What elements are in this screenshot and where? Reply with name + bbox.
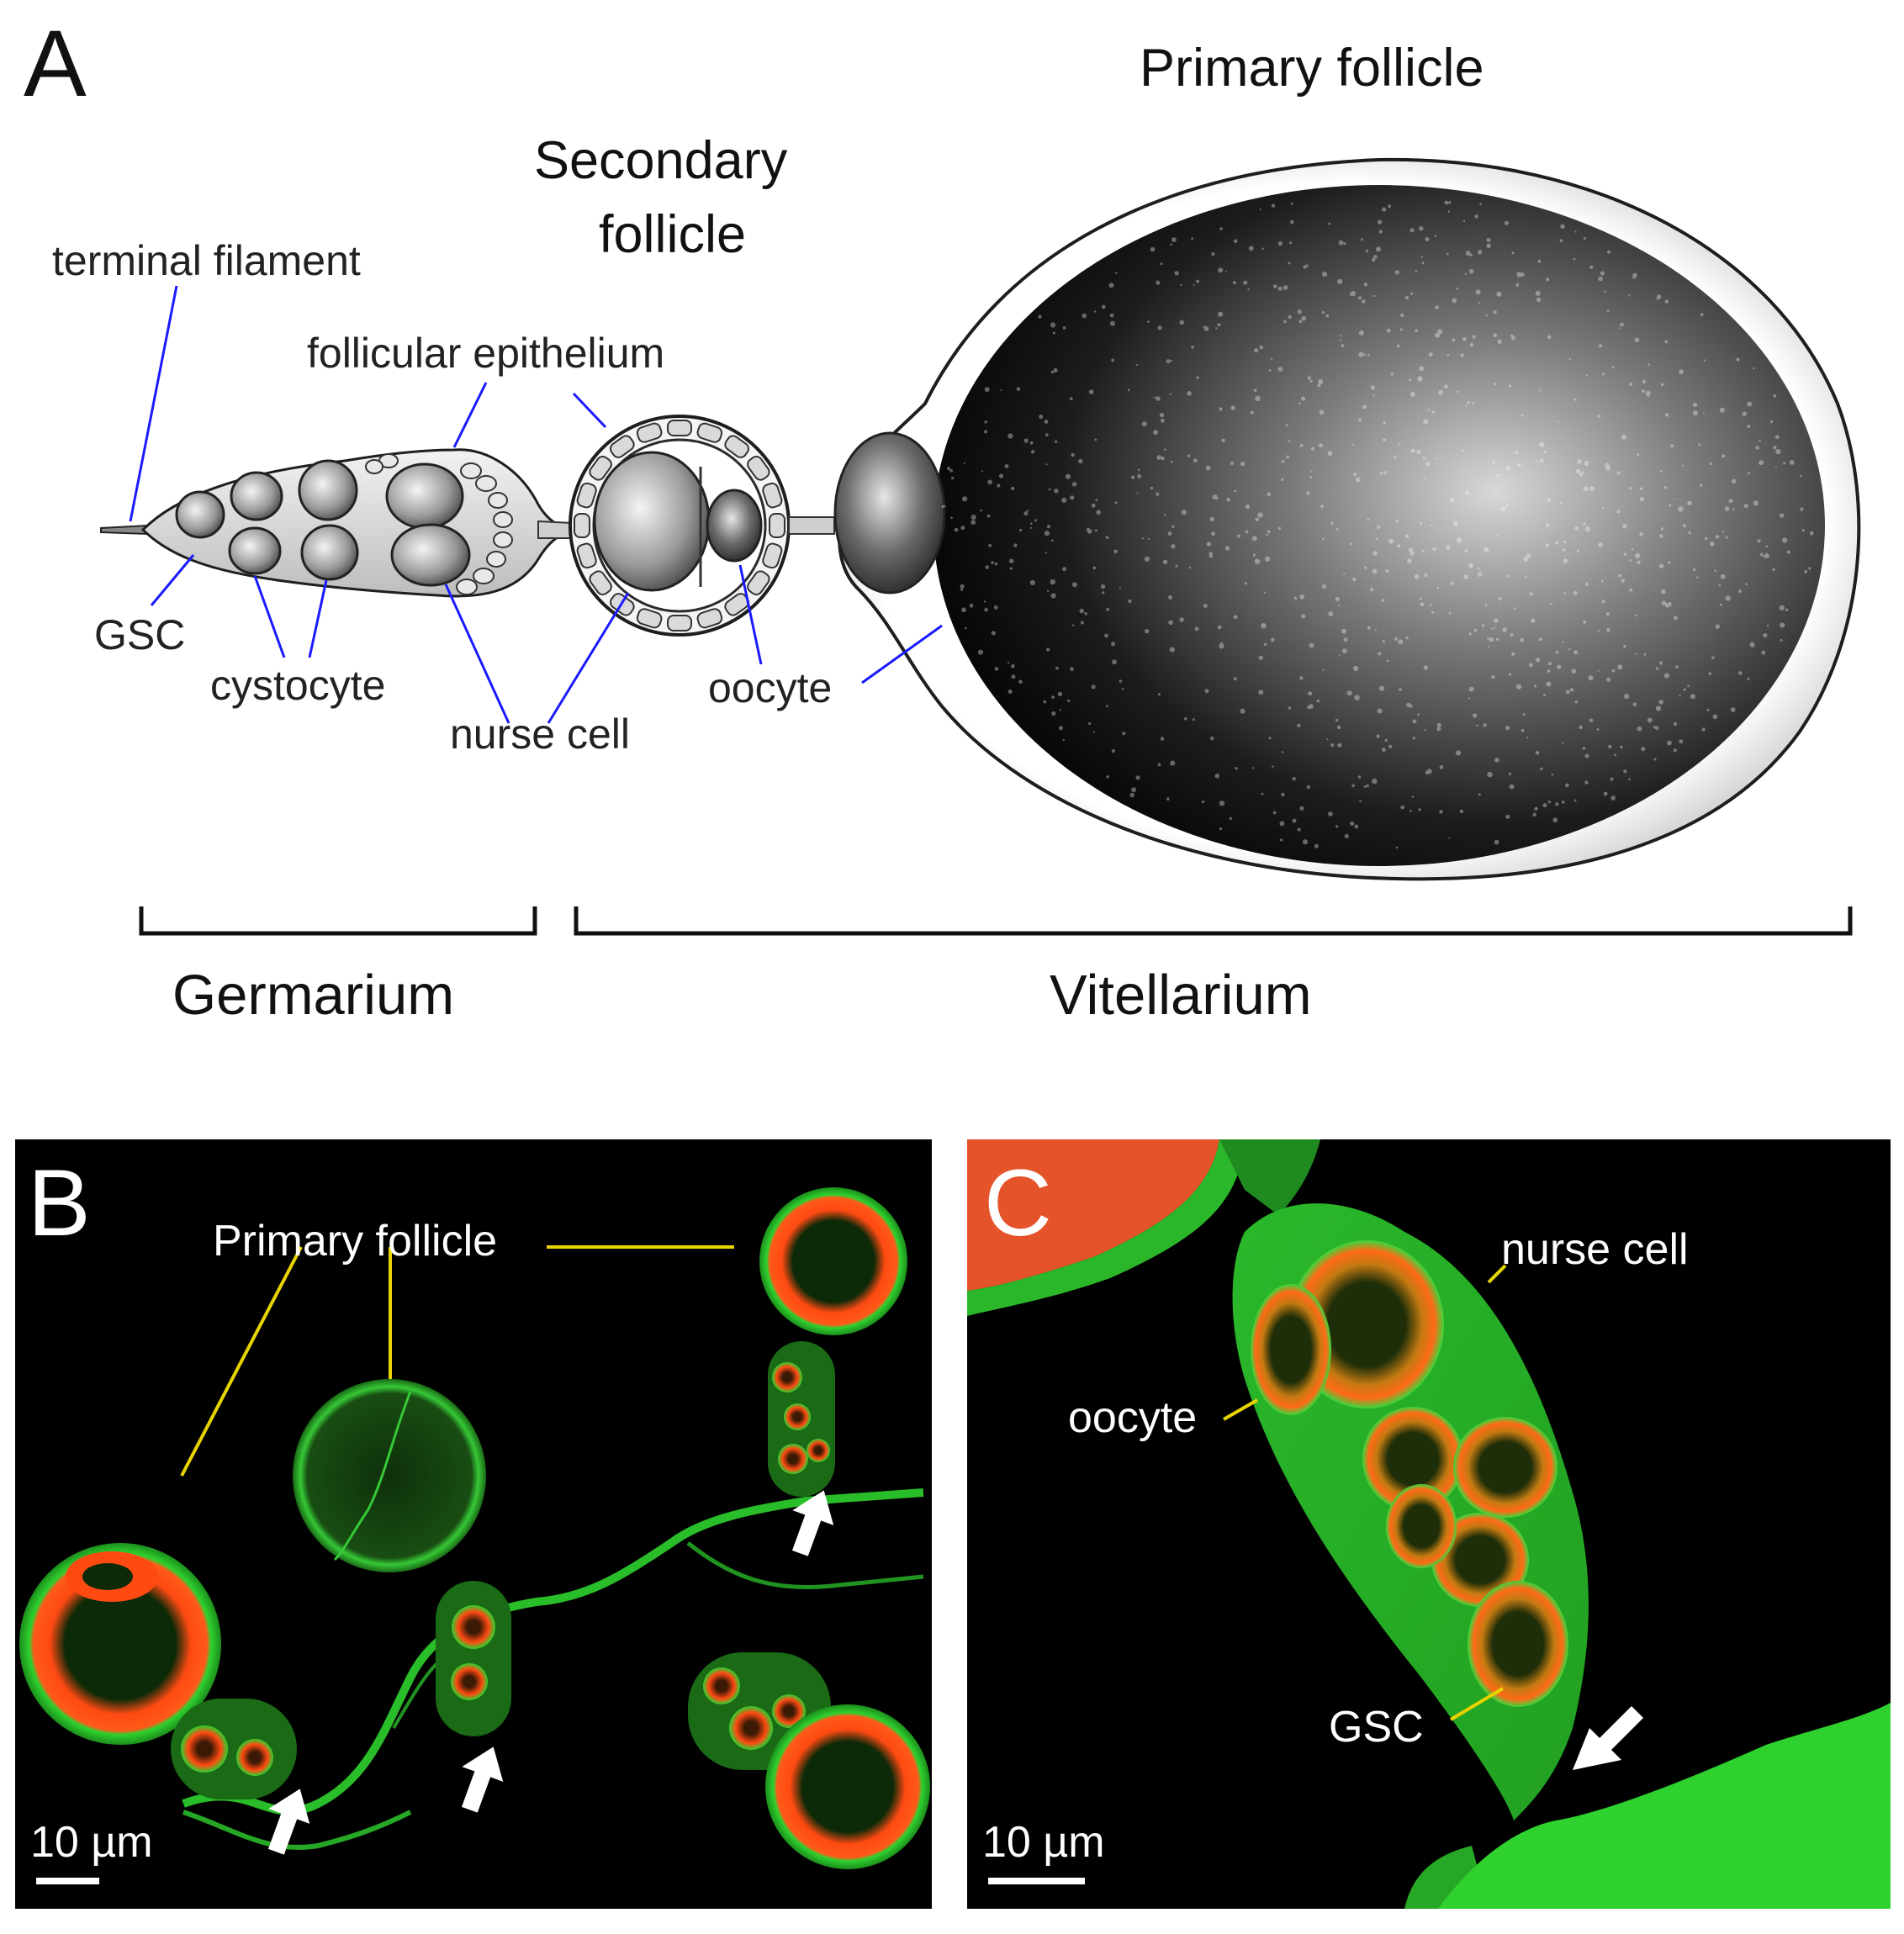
cystocyte-cell <box>230 471 283 521</box>
panel-c-oocyte <box>1251 1284 1331 1415</box>
panel-a-letter: A <box>24 11 87 116</box>
panel-c-stroma <box>1438 1703 1891 1909</box>
panel-b-primary-follicle-label: Primary follicle <box>213 1217 498 1266</box>
panel-a-leaders <box>129 285 943 724</box>
primary-follicle-heading: Primary follicle <box>1140 39 1484 98</box>
secondary-follicle-heading-line2: follicle <box>599 205 747 264</box>
panel-b-leaders <box>180 1245 734 1477</box>
germaria-b <box>171 1341 835 1799</box>
vitellarium-label: Vitellarium <box>1050 964 1312 1027</box>
panel-a-drawing <box>100 157 1861 936</box>
terminal-filament-label: terminal filament <box>52 237 361 284</box>
germarium-bracket <box>139 906 537 936</box>
cystocyte-cell <box>385 462 464 530</box>
panel-c-micrograph: C nurse cell oocyte GSC 10 µm <box>967 1139 1891 1909</box>
arrow-icon <box>1573 1706 1643 1770</box>
terminal-filament-shape <box>100 524 148 536</box>
region-brackets <box>139 906 1853 936</box>
gsc-label: GSC <box>94 611 186 658</box>
panel-c-gsc-label: GSC <box>1329 1703 1424 1752</box>
panel-c-scale-label: 10 µm <box>982 1818 1105 1867</box>
germarium-label: Germarium <box>172 964 455 1027</box>
secondary-nurse-cell <box>593 451 711 592</box>
panel-b-image <box>19 1187 930 1884</box>
secondary-oocyte <box>706 489 763 563</box>
yolk-stipple <box>941 200 1814 849</box>
panel-b-micrograph: B Primary follicle 10 µm <box>15 1139 932 1909</box>
primary-follicle-bottom <box>765 1704 930 1869</box>
nurse-cell-label: nurse cell <box>450 711 630 758</box>
panel-b-arrows <box>267 1490 834 1855</box>
panel-c-oocyte-label: oocyte <box>1068 1393 1198 1442</box>
cystocyte-label: cystocyte <box>210 662 386 709</box>
primary-follicle-left <box>19 1543 221 1745</box>
primary-follicle-nurse-cell <box>833 431 946 594</box>
panel-c-image <box>967 1139 1891 1909</box>
germarium-epithelium <box>365 453 513 595</box>
cystocyte-cell <box>228 526 282 575</box>
panel-c-gsc <box>1468 1581 1568 1707</box>
arrow-icon <box>791 1490 834 1556</box>
gsc-cell <box>175 490 225 539</box>
panel-b-scale-label: 10 µm <box>30 1818 153 1867</box>
secondary-follicle-heading-line1: Secondary <box>534 131 788 190</box>
adjacent-follicle <box>967 1139 1219 1291</box>
oocyte-label: oocyte <box>708 664 833 711</box>
cystocyte-cell <box>300 524 359 581</box>
panel-c-scale-bar <box>988 1878 1085 1884</box>
panel-b-scale-bar <box>36 1878 99 1884</box>
arrow-icon <box>461 1746 504 1813</box>
primary-follicle-right <box>759 1187 907 1335</box>
panel-b-letter: B <box>28 1150 91 1255</box>
panel-c-letter: C <box>984 1150 1052 1255</box>
primary-follicle-middle <box>293 1379 486 1572</box>
panel-c-nurse-cell-label: nurse cell <box>1501 1225 1689 1274</box>
arrow-icon <box>267 1789 310 1855</box>
vitellarium-bracket <box>574 906 1853 936</box>
cystocyte-cell <box>390 523 471 587</box>
panel-c-leaders <box>1223 1264 1507 1721</box>
follicular-epithelium-label: follicular epithelium <box>307 330 665 377</box>
primary-follicle-yolk <box>933 185 1825 866</box>
cystocyte-cell <box>298 459 358 521</box>
